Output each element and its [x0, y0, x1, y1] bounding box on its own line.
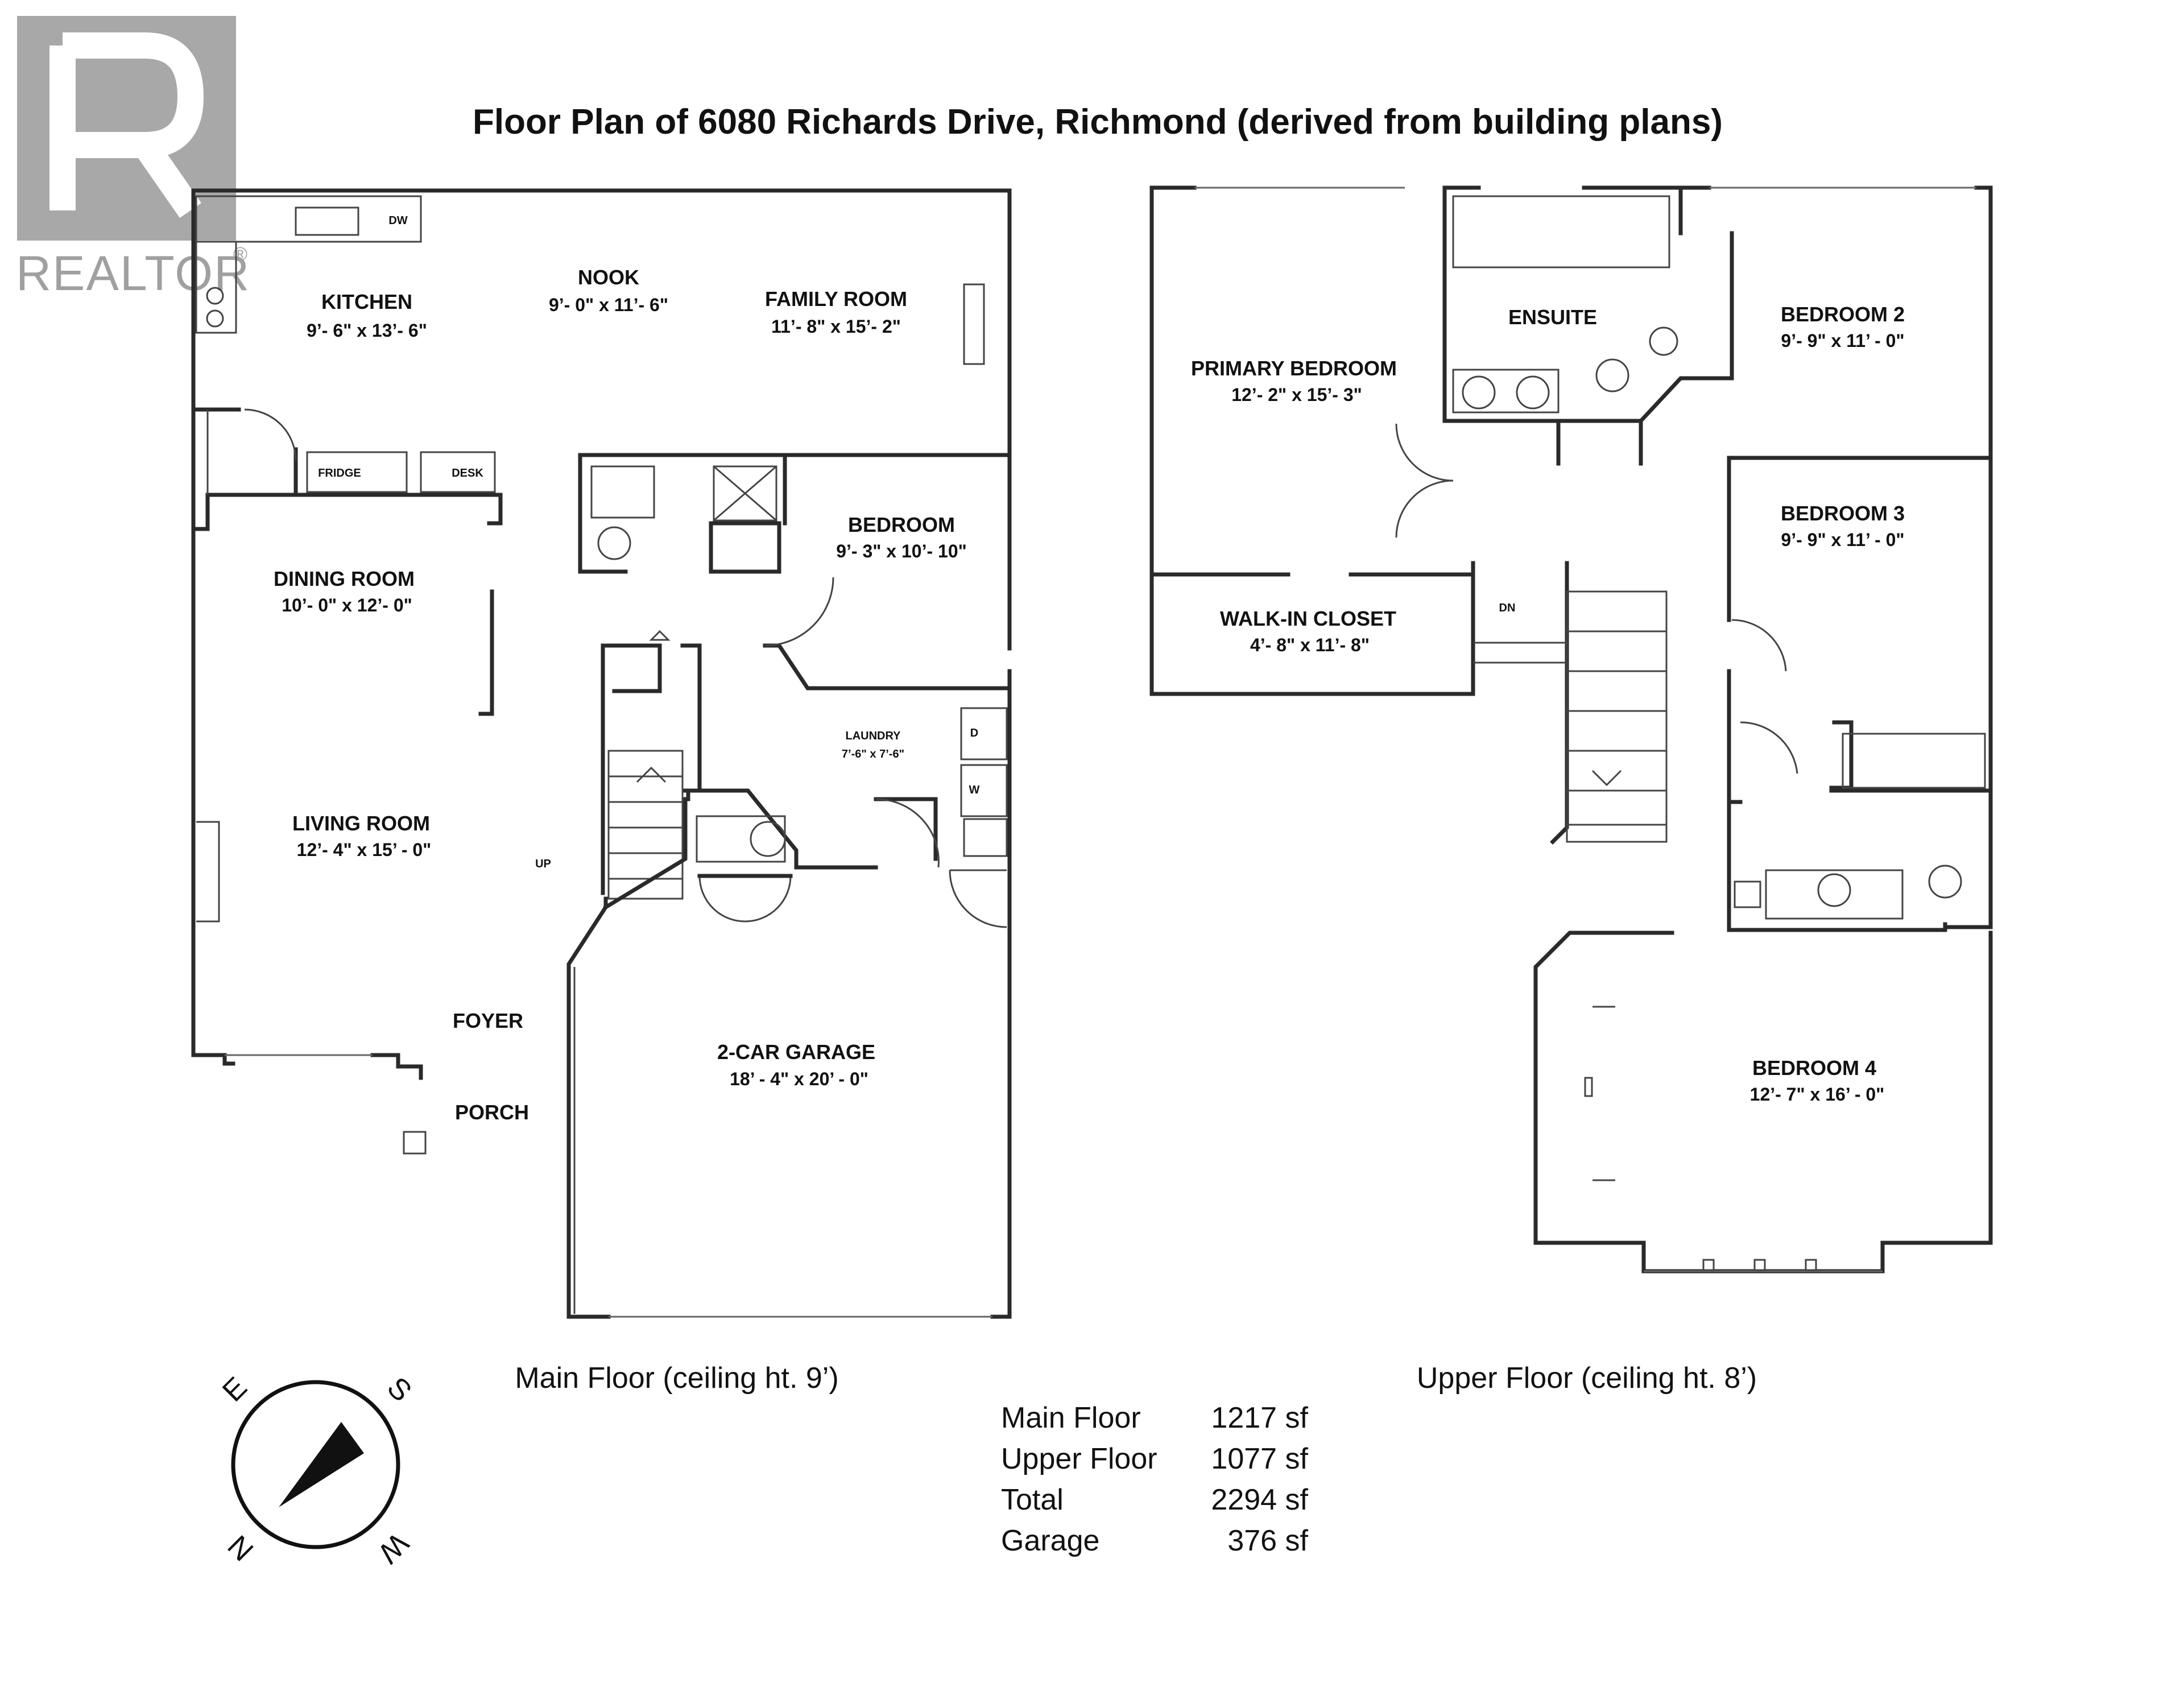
- area-value-main: 1217 sf: [1211, 1401, 1308, 1434]
- garage-dimensions: 18’ - 4" x 20’ - 0": [730, 1069, 868, 1089]
- area-label-main: Main Floor: [1001, 1401, 1141, 1434]
- bedroom-label: BEDROOM: [848, 513, 955, 536]
- ensuite-label: ENSUITE: [1508, 305, 1597, 329]
- nook-dimensions: 9’- 0" x 11’- 6": [549, 295, 668, 315]
- main-floor-caption: Main Floor (ceiling ht. 9’): [515, 1362, 838, 1395]
- garage-label: 2-CAR GARAGE: [717, 1040, 875, 1064]
- bedroom-4-dimensions: 12’- 7" x 16’ - 0": [1750, 1084, 1885, 1105]
- area-value-garage: 376 sf: [1227, 1524, 1308, 1557]
- laundry-dimensions: 7’-6" x 7’-6": [842, 748, 904, 760]
- walk-in-closet-label: WALK-IN CLOSET: [1220, 607, 1396, 630]
- nook-label: NOOK: [578, 266, 639, 289]
- area-label-upper: Upper Floor: [1001, 1442, 1157, 1475]
- kitchen-dimensions: 9’- 6" x 13’- 6": [307, 320, 427, 341]
- bedroom-3-dimensions: 9’- 9" x 11’ - 0": [1781, 530, 1904, 550]
- primary-bedroom-dimensions: 12’- 2" x 15’- 3": [1231, 384, 1362, 405]
- upper-floor-plan: [1149, 185, 1993, 1273]
- fridge-label: FRIDGE: [318, 467, 361, 479]
- kitchen-label: KITCHEN: [321, 290, 412, 313]
- bedroom-2-dimensions: 9’- 9" x 11’ - 0": [1781, 330, 1904, 351]
- stair-up-label: UP: [535, 858, 551, 870]
- desk-label: DESK: [452, 467, 483, 479]
- bedroom-dimensions: 9’- 3" x 10’- 10": [836, 541, 967, 561]
- washer-label: W: [969, 784, 980, 796]
- area-label-total: Total: [1001, 1483, 1064, 1516]
- living-room-label: LIVING ROOM: [292, 812, 430, 835]
- area-value-total: 2294 sf: [1211, 1483, 1308, 1516]
- dining-room-dimensions: 10’- 0" x 12’- 0": [282, 595, 412, 615]
- compass-north-label: N: [222, 1529, 260, 1568]
- area-summary-table: Main Floor 1217 sf Upper Floor 1077 sf T…: [1001, 1401, 1309, 1557]
- bedroom-3-label: BEDROOM 3: [1781, 502, 1905, 525]
- dryer-label: D: [970, 727, 978, 739]
- dining-room-label: DINING ROOM: [274, 567, 415, 590]
- realtor-wordmark: REALTOR: [16, 246, 250, 301]
- living-room-dimensions: 12’- 4" x 15’ - 0": [297, 840, 432, 860]
- main-floor-plan: [191, 188, 1012, 1319]
- bedroom-4-label: BEDROOM 4: [1752, 1056, 1876, 1080]
- primary-bedroom-label: PRIMARY BEDROOM: [1191, 357, 1397, 380]
- walk-in-closet-dimensions: 4’- 8" x 11’- 8": [1250, 635, 1370, 655]
- foyer-label: FOYER: [453, 1009, 523, 1032]
- page-title: Floor Plan of 6080 Richards Drive, Richm…: [473, 102, 1723, 142]
- family-room-dimensions: 11’- 8" x 15’- 2": [771, 316, 901, 337]
- area-label-garage: Garage: [1001, 1524, 1099, 1557]
- laundry-label: LAUNDRY: [845, 730, 901, 742]
- porch-label: PORCH: [455, 1101, 529, 1124]
- bedroom-2-label: BEDROOM 2: [1781, 303, 1905, 326]
- realtor-logo: REALTOR ®: [16, 16, 250, 301]
- dishwasher-label: DW: [388, 214, 407, 227]
- compass-west-label: W: [372, 1527, 415, 1570]
- family-room-label: FAMILY ROOM: [765, 287, 907, 311]
- porch-post: [403, 1131, 427, 1155]
- upper-floor-caption: Upper Floor (ceiling ht. 8’): [1417, 1362, 1757, 1395]
- compass-south-label: S: [380, 1371, 418, 1408]
- area-value-upper: 1077 sf: [1211, 1442, 1308, 1475]
- stair-down-label: DN: [1499, 602, 1516, 614]
- compass-east-label: E: [216, 1371, 254, 1408]
- compass-icon: E S N W: [216, 1371, 418, 1569]
